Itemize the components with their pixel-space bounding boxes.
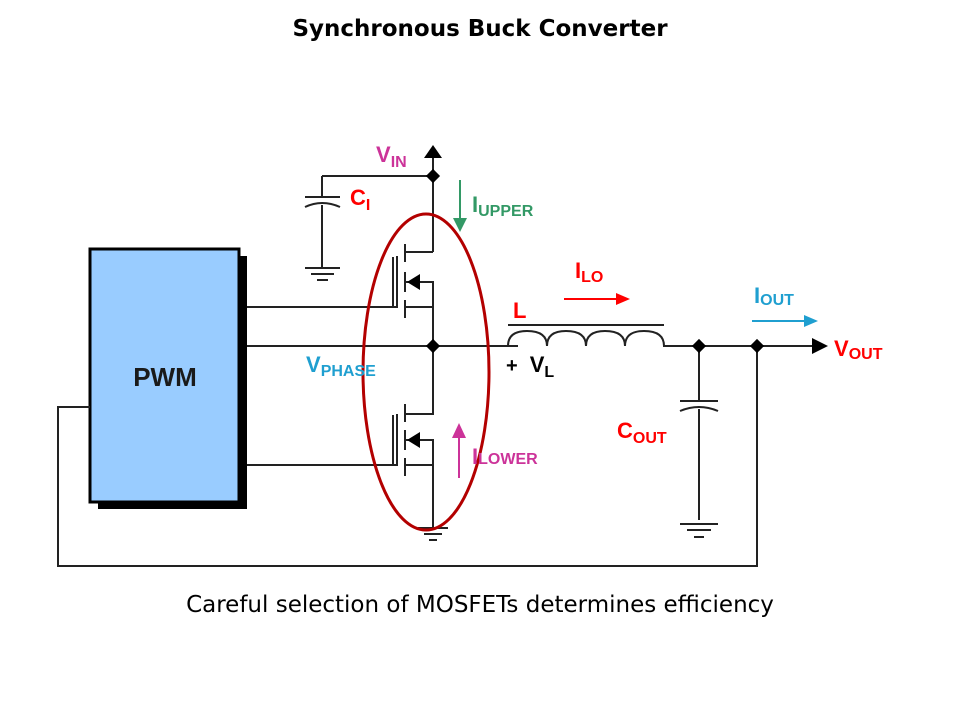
capacitor-cout (679, 400, 719, 412)
label-vout: VOUT (834, 336, 883, 363)
iout-arrow-icon (752, 315, 818, 327)
junction-dot (749, 338, 765, 354)
ground-icon (305, 267, 340, 281)
label-ilo: ILO (575, 258, 603, 286)
vin-arrow-icon (424, 145, 442, 158)
ground-icon (680, 523, 718, 538)
pwm-block: PWM (88, 247, 247, 509)
junction-dot (425, 168, 441, 184)
wire-gate-upper (247, 256, 398, 308)
wire-phase-down (405, 346, 434, 415)
label-vin: VIN (376, 142, 407, 171)
label-iout: IOUT (754, 283, 794, 309)
lower-mosfet (392, 404, 406, 476)
pwm-label: PWM (133, 362, 197, 392)
wire-upper-source (405, 281, 434, 346)
wire-feedback (57, 346, 758, 567)
wire-lower-source (405, 439, 434, 528)
label-vl: +VL (506, 352, 554, 381)
label-l: L (513, 298, 526, 323)
slide-title: Synchronous Buck Converter (292, 16, 668, 42)
mosfet-highlight-ellipse (361, 212, 491, 532)
label-vphase: VPHASE (306, 352, 376, 380)
lower-mosfet-arrow-icon (407, 432, 420, 448)
ilo-arrow-icon (564, 293, 630, 305)
upper-mosfet-arrow-icon (407, 274, 420, 290)
vout-arrow-icon (812, 338, 828, 354)
pwm-box (88, 247, 241, 504)
slide-caption: Careful selection of MOSFETs determines … (186, 592, 774, 618)
capacitor-ci (304, 196, 341, 208)
upper-mosfet (392, 244, 433, 318)
ilower-arrow-icon (452, 423, 466, 478)
inductor-l (507, 324, 665, 347)
junction-dot (425, 338, 441, 354)
label-ci: CI (350, 185, 370, 214)
junction-dot (691, 338, 707, 354)
iupper-arrow-icon (453, 180, 467, 232)
label-iupper: IUPPER (472, 192, 534, 220)
label-cout: COUT (617, 418, 667, 447)
junction-dots (425, 168, 765, 354)
wire-gate-lower (247, 414, 398, 466)
label-ilower: ILOWER (472, 444, 538, 469)
